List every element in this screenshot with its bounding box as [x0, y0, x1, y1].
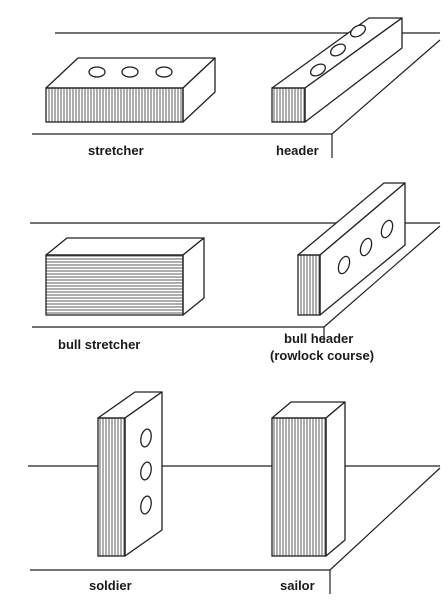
label-stretcher: stretcher [88, 143, 144, 158]
brick-hole [337, 255, 351, 275]
stretcher-brick [45, 57, 216, 123]
brick-hole [155, 66, 173, 78]
label-rowlock-course: (rowlock course) [270, 348, 375, 363]
bull-header-brick [297, 182, 406, 316]
ground-plane-3 [28, 465, 441, 594]
brick-hole [359, 237, 373, 257]
panel-row3 [28, 391, 441, 594]
panel-row1 [32, 17, 441, 158]
brick-hole [140, 495, 152, 515]
bull-stretcher-brick [45, 237, 205, 316]
header-brick [271, 17, 403, 123]
brick-hole [329, 43, 347, 57]
label-bull-stretcher: bull stretcher [58, 337, 141, 352]
brick-hole [140, 461, 152, 481]
label-header: header [276, 143, 319, 158]
panel-row2 [30, 182, 441, 343]
soldier-brick [97, 391, 163, 557]
brick-hole [309, 63, 327, 77]
label-sailor: sailor [280, 578, 315, 593]
label-soldier: soldier [89, 578, 132, 593]
label-bull-header: bull header [284, 331, 354, 346]
brick-hole [88, 66, 106, 78]
brick-hole [349, 24, 367, 38]
brick-hole [140, 428, 152, 448]
brick-hole [380, 219, 394, 239]
brick-hole [121, 66, 139, 78]
sailor-brick [271, 401, 346, 557]
